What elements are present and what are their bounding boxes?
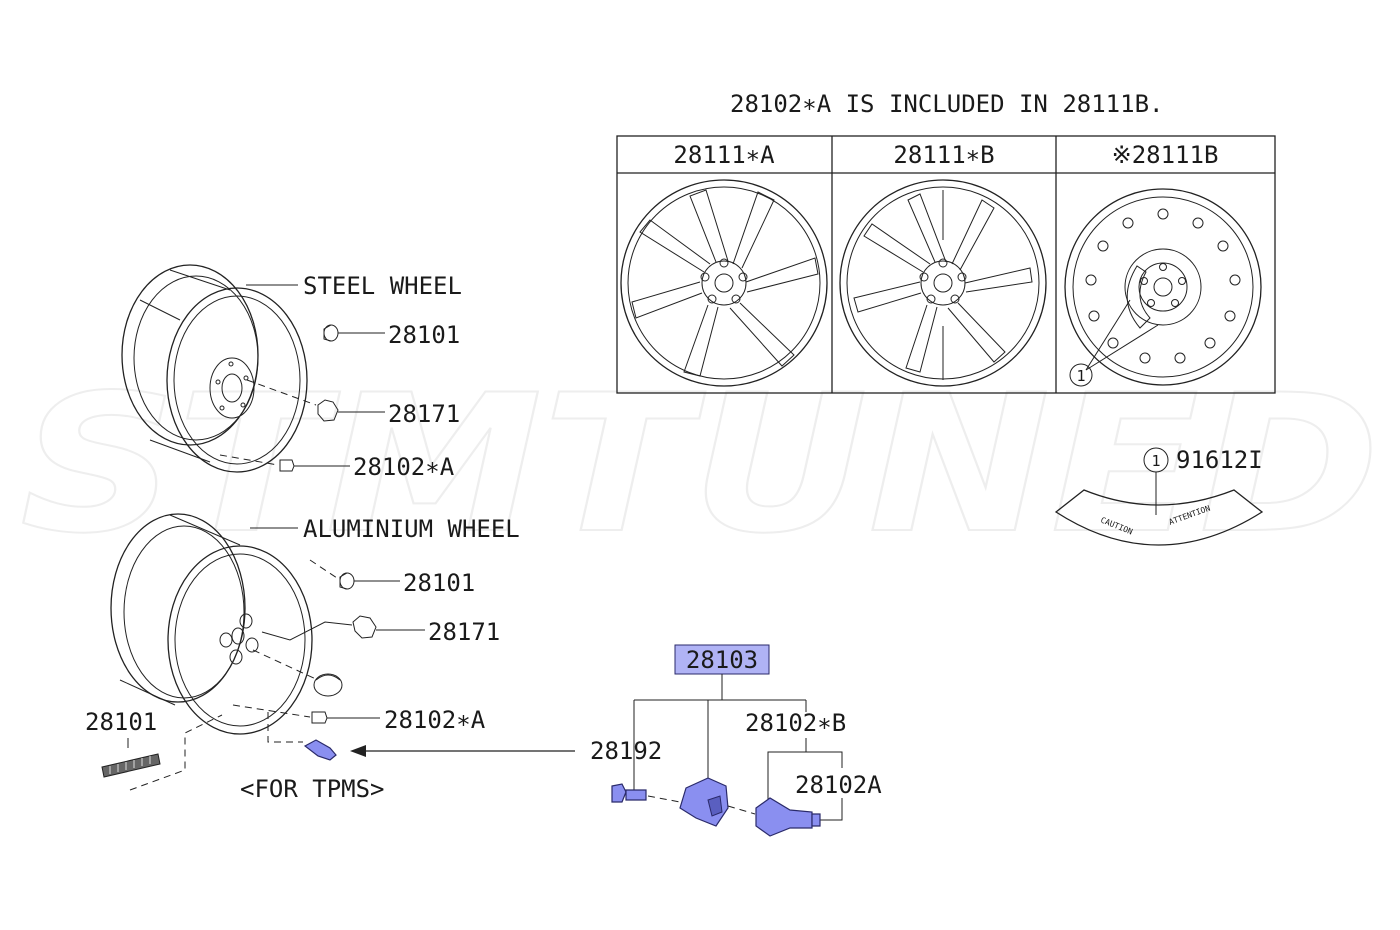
spare-label-marker: 1	[1076, 367, 1085, 385]
alu-cap-number: 28101	[403, 569, 475, 597]
steel-wheel-drawing	[121, 264, 308, 473]
alu-valve-part	[232, 704, 380, 724]
alu-centre-cap	[252, 649, 343, 697]
steel-valve-number: 28102∗A	[353, 453, 455, 481]
aluminium-wheel-drawing	[110, 513, 313, 735]
tpms-valve-b-number: 28102∗B	[745, 709, 846, 737]
wheel-table: 28111∗A 28111∗B ※28111B	[616, 135, 1276, 394]
steel-nut-part	[246, 379, 385, 422]
tpms-sensor-part	[679, 777, 756, 827]
alloy-wheel-a-drawing	[620, 179, 828, 387]
tpms-assembly-highlight	[674, 644, 770, 675]
header-note: 28102∗A IS INCLUDED IN 28111B.	[730, 90, 1163, 118]
steel-wheel-title: STEEL WHEEL	[303, 272, 462, 300]
tpms-valve-a-number: 28102A	[795, 771, 882, 799]
steel-valve-part	[219, 454, 350, 472]
tpms-screw-part	[611, 783, 681, 803]
alu-wheel-weight: 28101	[85, 708, 223, 791]
label-part-number: 91612I	[1176, 446, 1263, 474]
aluminium-wheel-title: ALUMINIUM WHEEL	[303, 515, 520, 543]
watermark: STMTUNED	[20, 354, 1380, 575]
steel-nut-number: 28171	[388, 400, 460, 428]
label-part-marker: 1	[1151, 452, 1160, 470]
table-header-28111a: 28111∗A	[673, 141, 775, 169]
table-header-steel-spare: ※28111B	[1112, 141, 1219, 169]
tpms-screw-number: 28192	[590, 737, 662, 765]
tpms-arrow-head	[350, 745, 366, 757]
steel-spare-wheel-drawing: 1	[1064, 188, 1262, 387]
alu-nut-number: 28171	[428, 618, 500, 646]
steel-cap-number: 28101	[388, 321, 460, 349]
tpms-note: <FOR TPMS>	[240, 775, 385, 803]
tpms-assembly-number: 28103	[686, 646, 758, 674]
tpms-assembly-group: 28103	[633, 644, 807, 790]
alu-valve-number: 28102∗A	[384, 706, 486, 734]
tpms-valve-stem-part	[755, 797, 821, 837]
steel-cap-part	[323, 324, 385, 342]
alu-nut-part	[261, 615, 425, 641]
alu-cap-part	[309, 559, 400, 590]
alu-tpms-valve-part	[267, 712, 337, 761]
table-header-28111b: 28111∗B	[893, 141, 994, 169]
alloy-wheel-b-drawing	[839, 179, 1047, 387]
alu-weight-number: 28101	[85, 708, 157, 736]
